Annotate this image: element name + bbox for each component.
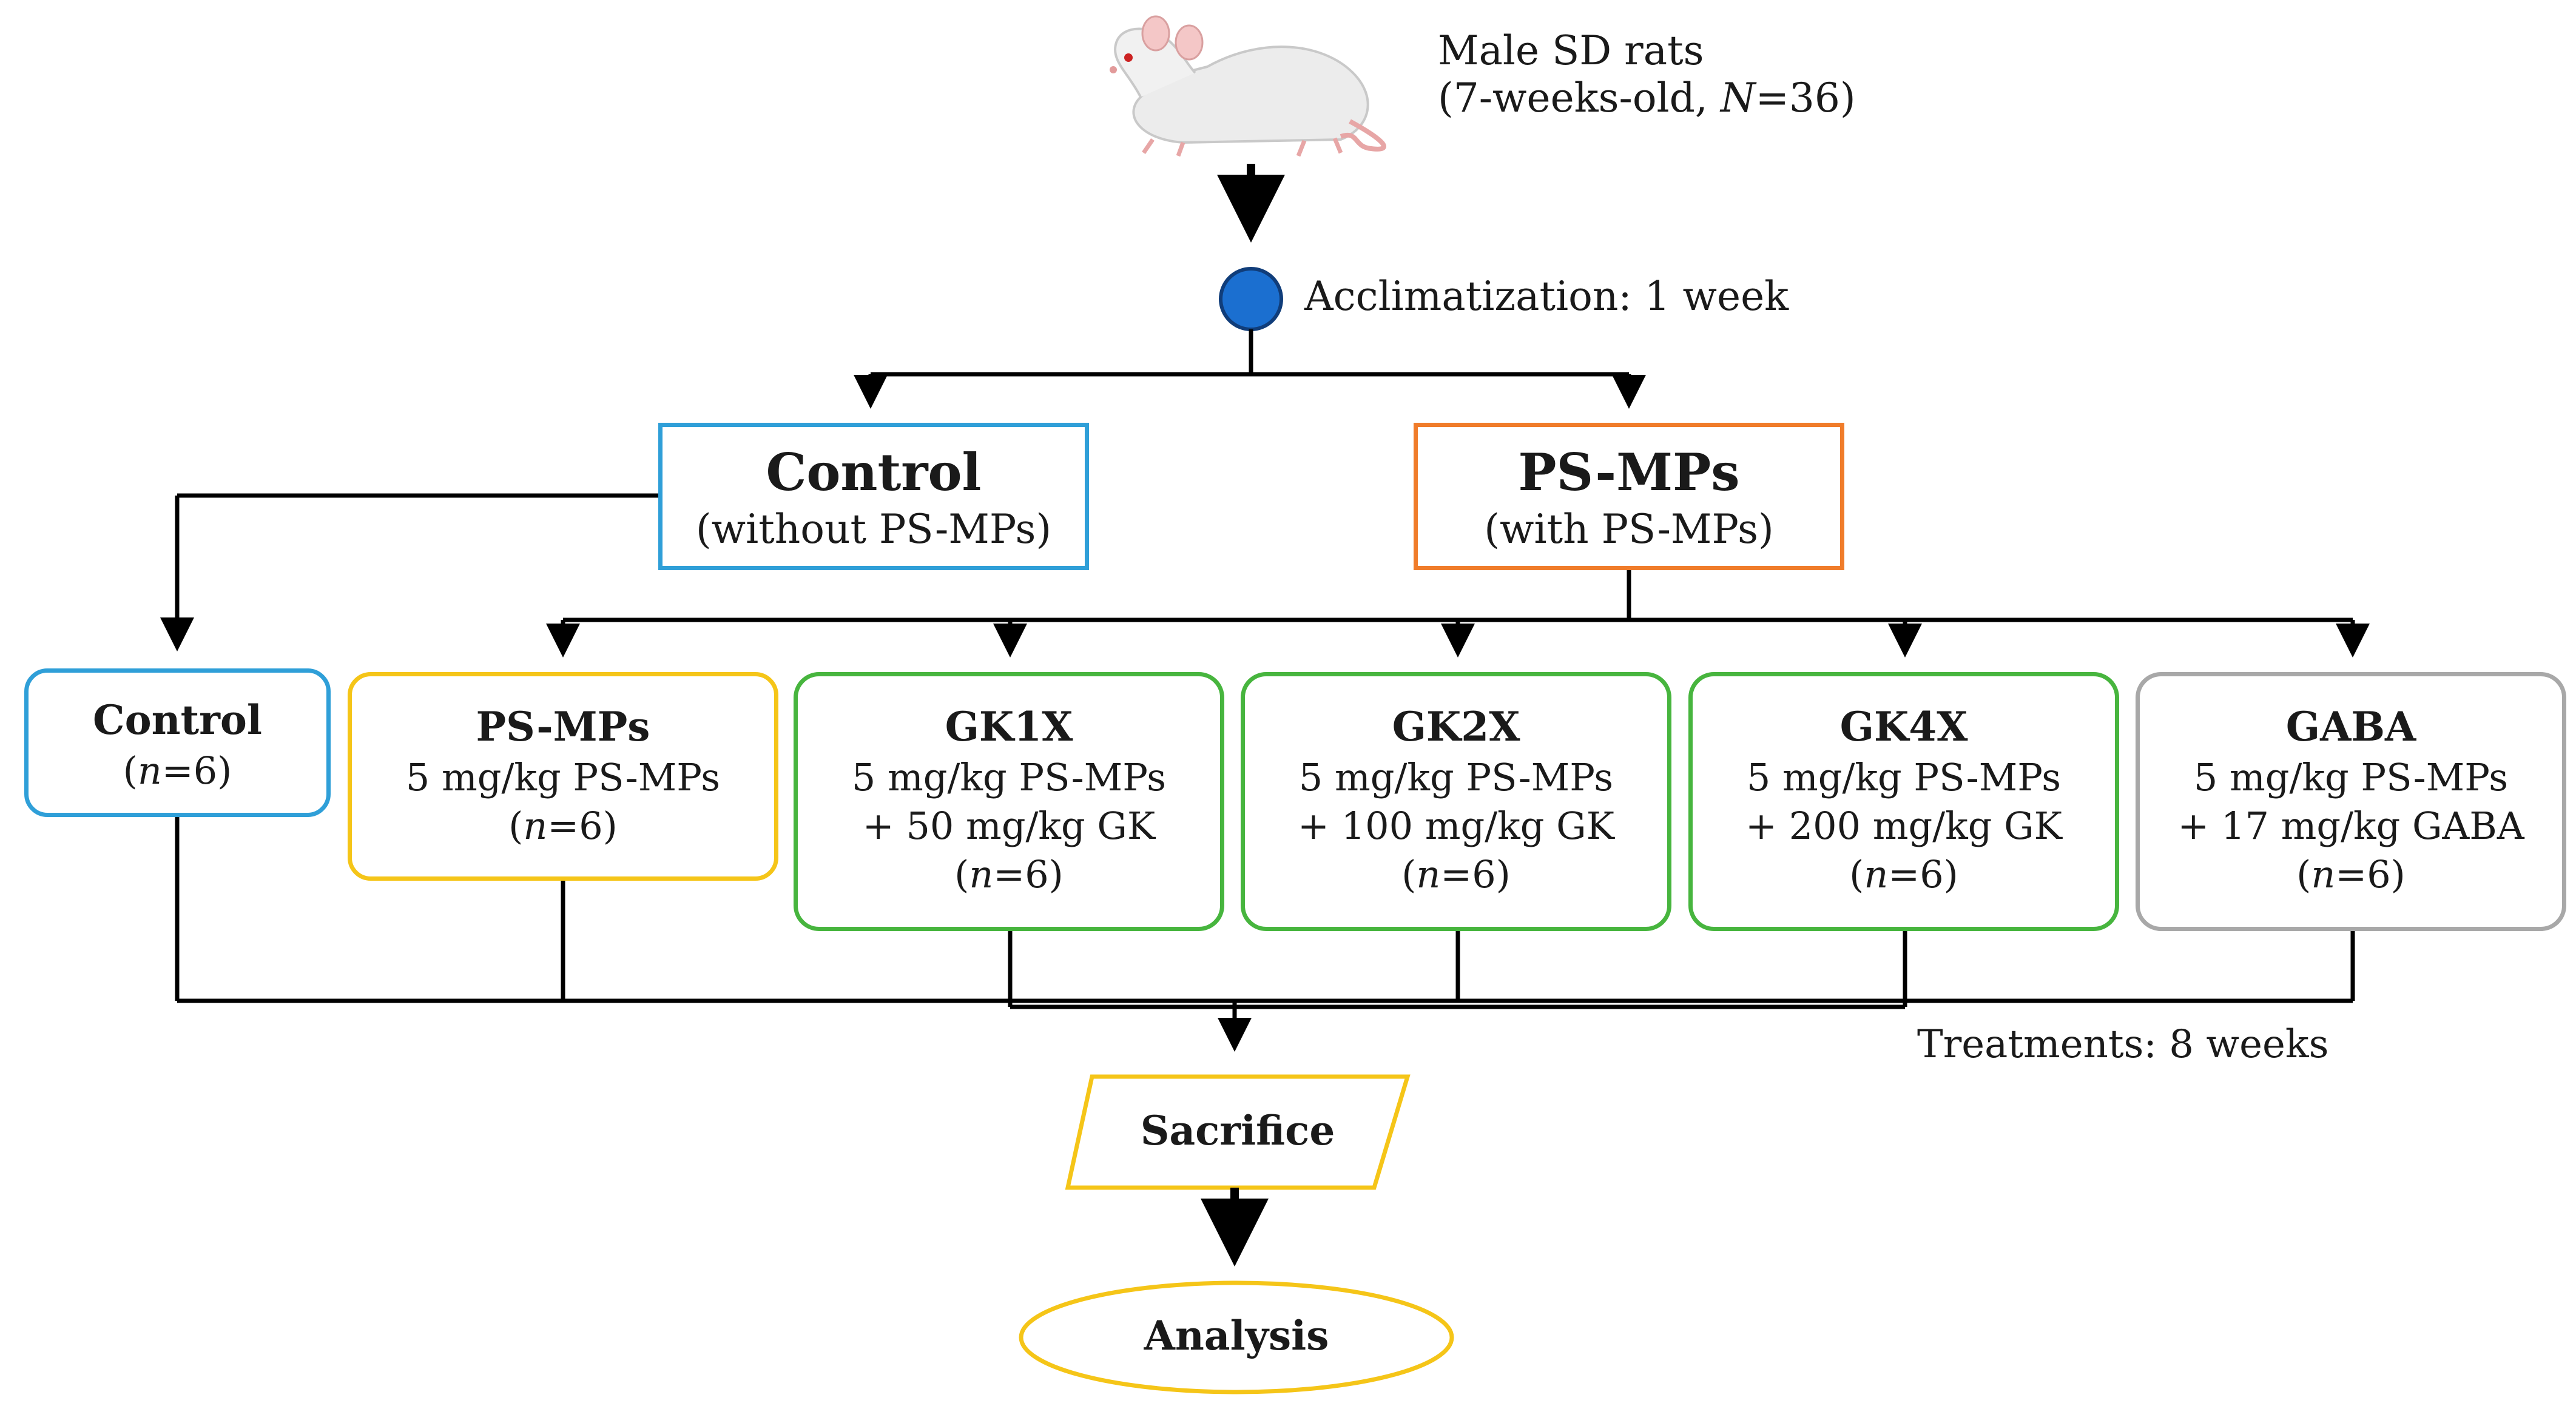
group-control-n-var: n <box>137 748 162 793</box>
group-psmps-title: PS-MPs <box>476 703 650 750</box>
group-gaba-line2: + 17 mg/kg GABA <box>2177 804 2524 848</box>
group-gk4x-n-suffix: =6 <box>1888 852 1944 896</box>
psmps-top-title: PS-MPs <box>1518 442 1740 502</box>
group-psmps-n: (n=6) <box>508 804 618 848</box>
group-gk2x-line1: 5 mg/kg PS-MPs <box>1298 755 1614 799</box>
treatments-label: Treatments: 8 weeks <box>1917 1022 2329 1067</box>
group-gaba-title: GABA <box>2285 703 2416 750</box>
group-gk1x-n: (n=6) <box>954 852 1064 896</box>
group-gaba-n-var: n <box>2311 852 2336 896</box>
rat-label-line2-prefix: (7-weeks-old, <box>1438 74 1721 121</box>
rat-label-line1: Male SD rats <box>1438 27 1704 74</box>
group-gk1x-n-var: n <box>969 852 994 896</box>
group-gk4x-line2: + 200 mg/kg GK <box>1745 804 2062 848</box>
rat-label-line2: (7-weeks-old, N=36) <box>1438 75 1856 122</box>
analysis-shape <box>1019 1280 1454 1394</box>
group-control-n: (n=6) <box>123 748 232 793</box>
group-gaba-n-suffix: =6 <box>2335 852 2391 896</box>
group-gk1x-n-suffix: =6 <box>993 852 1049 896</box>
group-gk2x-n: (n=6) <box>1401 852 1511 896</box>
group-gk2x: GK2X 5 mg/kg PS-MPs + 100 mg/kg GK (n=6) <box>1241 672 1671 931</box>
control-top-title: Control <box>766 442 982 502</box>
group-psmps-n-var: n <box>523 804 548 848</box>
acclimatization-label: Acclimatization: 1 week <box>1304 273 1789 320</box>
psmps-top-box: PS-MPs (with PS-MPs) <box>1414 423 1844 570</box>
group-gk2x-line2: + 100 mg/kg GK <box>1298 804 1614 848</box>
control-top-subtitle: (without PS-MPs) <box>695 506 1052 553</box>
rat-icon <box>1110 15 1386 157</box>
group-gaba-line1: 5 mg/kg PS-MPs <box>2193 755 2509 799</box>
group-gk2x-n-var: n <box>1416 852 1441 896</box>
group-gk2x-title: GK2X <box>1392 703 1520 750</box>
group-gk1x-title: GK1X <box>945 703 1073 750</box>
control-top-box: Control (without PS-MPs) <box>658 423 1089 570</box>
group-gk2x-n-suffix: =6 <box>1440 852 1496 896</box>
group-gk4x-title: GK4X <box>1839 703 1968 750</box>
group-gk4x-n-var: n <box>1864 852 1889 896</box>
group-gk4x-n: (n=6) <box>1849 852 1958 896</box>
rat-label-line2-var: N <box>1720 74 1756 121</box>
group-gk4x-line1: 5 mg/kg PS-MPs <box>1746 755 2062 799</box>
sacrifice-shape <box>1065 1074 1411 1190</box>
acclimatization-node <box>1219 267 1283 331</box>
group-control-n-suffix: =6 <box>161 748 218 793</box>
sacrifice-label: Sacrifice <box>1140 1107 1335 1154</box>
group-gaba-n: (n=6) <box>2296 852 2406 896</box>
rat-label: Male SD rats (7-weeks-old, N=36) <box>1438 27 1856 122</box>
group-gk1x-line1: 5 mg/kg PS-MPs <box>851 755 1167 799</box>
psmps-top-subtitle: (with PS-MPs) <box>1484 506 1774 553</box>
group-gk1x-line2: + 50 mg/kg GK <box>862 804 1156 848</box>
group-psmps: PS-MPs 5 mg/kg PS-MPs (n=6) <box>348 672 778 881</box>
group-gk4x: GK4X 5 mg/kg PS-MPs + 200 mg/kg GK (n=6) <box>1688 672 2119 931</box>
group-gaba: GABA 5 mg/kg PS-MPs + 17 mg/kg GABA (n=6… <box>2136 672 2566 931</box>
group-psmps-n-suffix: =6 <box>547 804 603 848</box>
group-gk1x: GK1X 5 mg/kg PS-MPs + 50 mg/kg GK (n=6) <box>794 672 1224 931</box>
group-control-title: Control <box>93 696 262 744</box>
group-psmps-line1: 5 mg/kg PS-MPs <box>405 755 721 799</box>
rat-label-line2-suffix: =36) <box>1755 74 1856 121</box>
analysis-label: Analysis <box>1144 1312 1329 1359</box>
group-control: Control (n=6) <box>24 668 331 817</box>
